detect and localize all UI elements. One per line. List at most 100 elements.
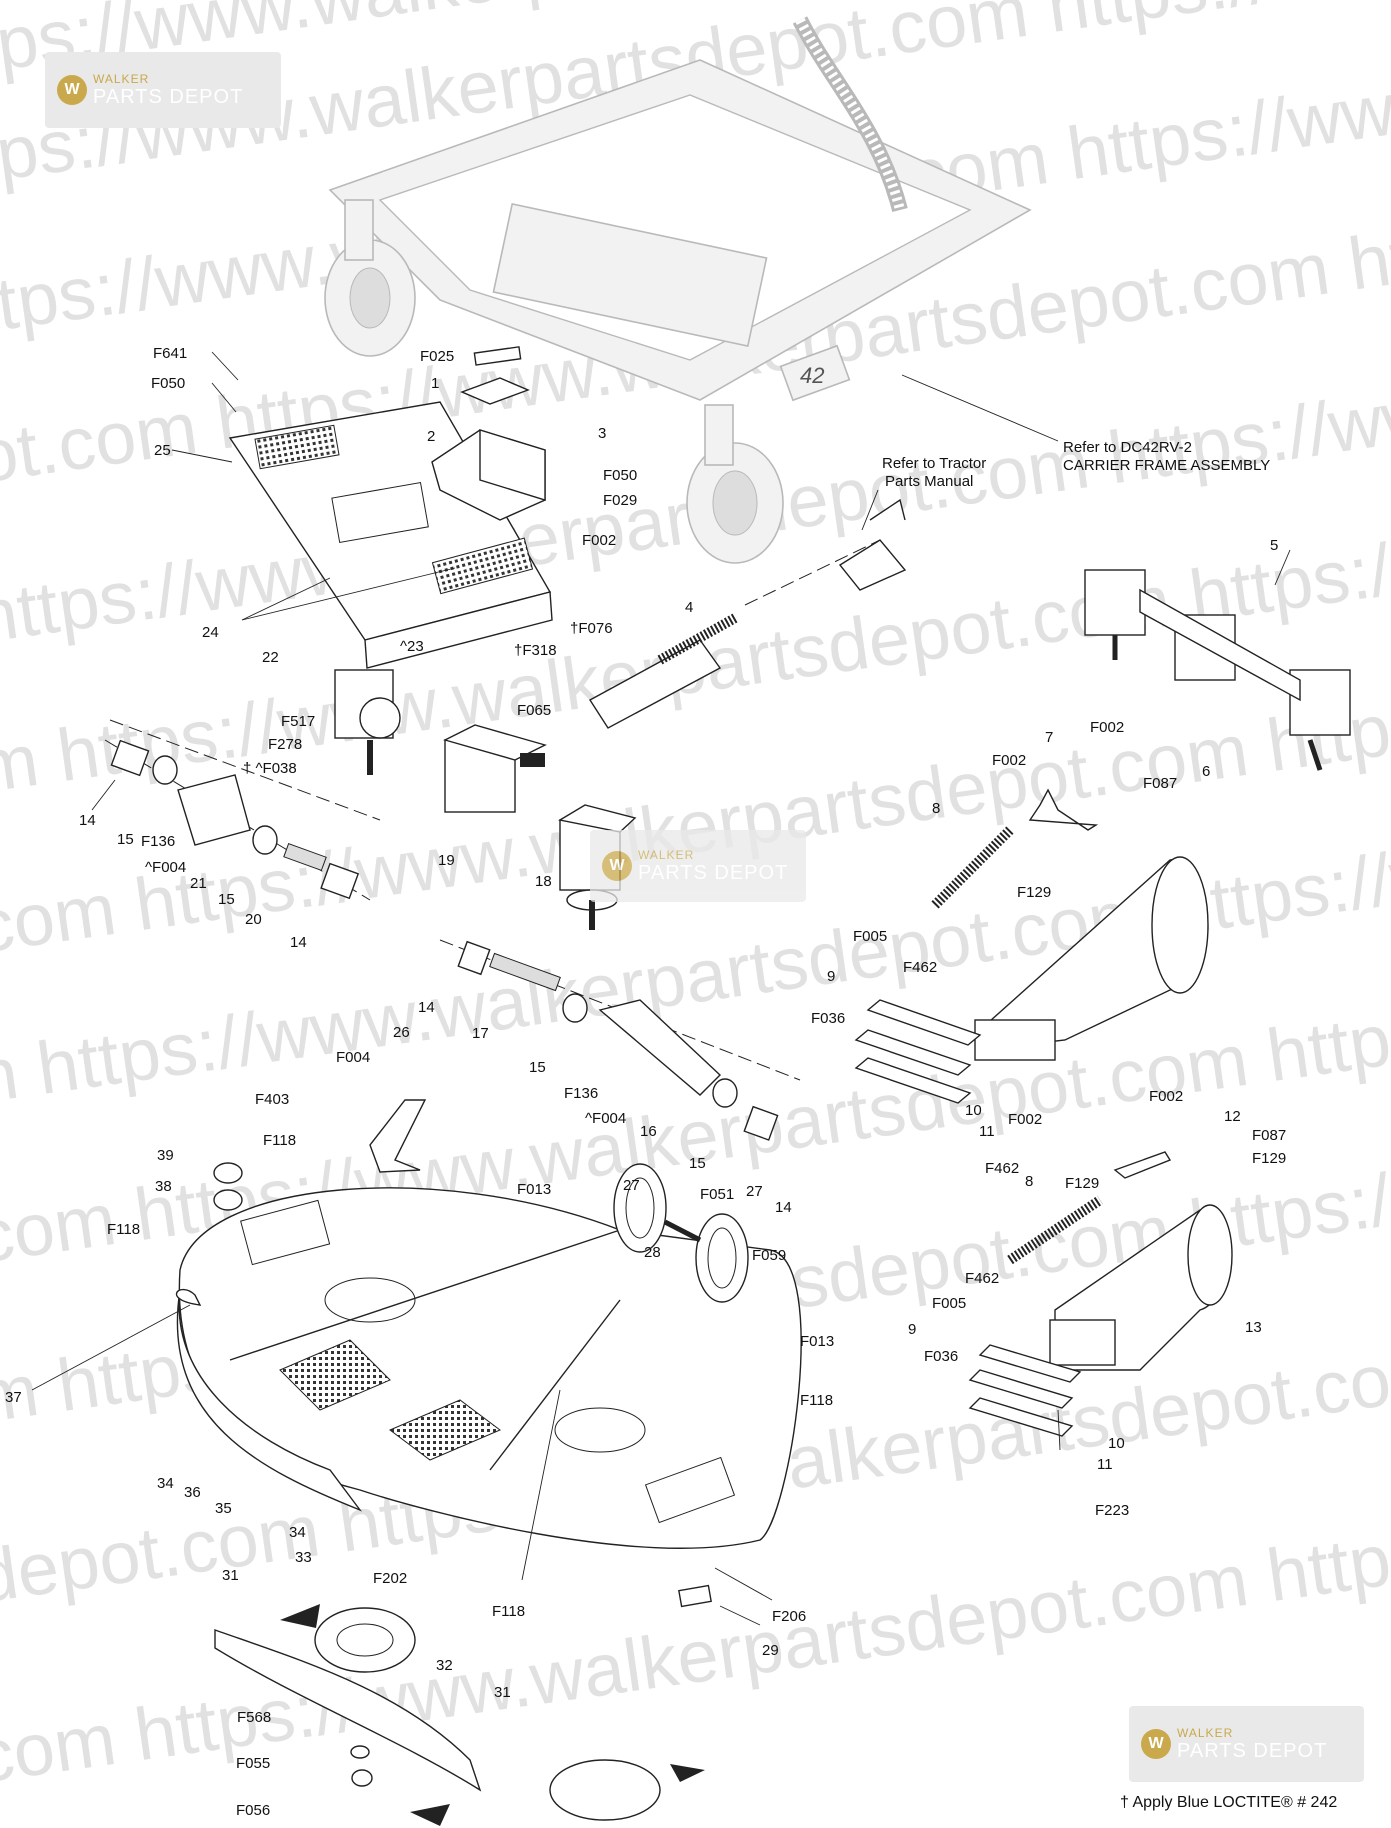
- callout-label: 34: [157, 1475, 174, 1492]
- callout-label: 27: [623, 1177, 640, 1194]
- walker-logo-icon: W: [1141, 1729, 1171, 1759]
- callout-label: 21: [190, 875, 207, 892]
- callout-label: F013: [800, 1333, 834, 1350]
- callout-label: 4: [685, 599, 693, 616]
- callout-label: ^23: [400, 638, 424, 655]
- callout-label: F005: [853, 928, 887, 945]
- walker-logo-icon: W: [57, 75, 87, 105]
- callout-label: 29: [762, 1642, 779, 1659]
- callout-label: 31: [494, 1684, 511, 1701]
- callout-label: 10: [965, 1102, 982, 1119]
- callout-label: 28: [644, 1244, 661, 1261]
- brand-line1: WALKER: [93, 71, 150, 86]
- callout-label: 15: [529, 1059, 546, 1076]
- callout-label: 37: [5, 1389, 22, 1406]
- carrier-frame-ref: Refer to DC42RV-2: [1063, 439, 1192, 456]
- callout-label: 38: [155, 1178, 172, 1195]
- tractor-manual-ref: Refer to Tractor: [882, 455, 986, 472]
- callout-label: 39: [157, 1147, 174, 1164]
- rotation-arrow: [280, 1604, 320, 1628]
- callout-label: 25: [154, 442, 171, 459]
- callout-label: F087: [1252, 1127, 1286, 1144]
- callout-label: F136: [564, 1085, 598, 1102]
- blade-hub-part-31a: [314, 1607, 416, 1673]
- brand-logo-center: W WALKER PARTS DEPOT: [590, 830, 806, 902]
- callout-label: †F318: [514, 642, 557, 659]
- washer-part-f055: [350, 1745, 370, 1759]
- callout-label: F129: [1252, 1150, 1286, 1167]
- left-shaft-group: [104, 719, 381, 901]
- callout-label: 9: [908, 1321, 916, 1338]
- brand-line1: WALKER: [1177, 1725, 1234, 1740]
- callout-label: ^F004: [585, 1110, 626, 1127]
- callout-label: F278: [268, 736, 302, 753]
- callout-label: F036: [924, 1348, 958, 1365]
- blade-part-32: [214, 1629, 482, 1792]
- brand-line1: WALKER: [638, 847, 695, 862]
- callout-label: F568: [237, 1709, 271, 1726]
- callout-label: F202: [373, 1570, 407, 1587]
- callout-labels: F641 F050 25 F025 1 2 3 F050 F029 F002 2…: [5, 345, 1286, 1819]
- callout-label: F029: [603, 492, 637, 509]
- callout-label: 34: [289, 1524, 306, 1541]
- callout-label: 5: [1270, 537, 1278, 554]
- walker-logo-icon: W: [602, 851, 632, 881]
- callout-label: F517: [281, 713, 315, 730]
- carrier-frame-ghost: 42: [324, 16, 1032, 564]
- callout-label: 14: [418, 999, 435, 1016]
- callout-label: 22: [262, 649, 279, 666]
- callout-label: F129: [1017, 884, 1051, 901]
- callout-label: 32: [436, 1657, 453, 1674]
- bracket-part-7: [1028, 788, 1099, 831]
- callout-label: 35: [215, 1500, 232, 1517]
- callout-label: 11: [1097, 1456, 1113, 1473]
- callout-label: 3: [598, 425, 606, 442]
- callout-label: 14: [775, 1199, 792, 1216]
- tractor-manual-ref: Parts Manual: [885, 473, 973, 490]
- callout-label: 16: [640, 1123, 657, 1140]
- rotation-arrow: [410, 1804, 450, 1826]
- callout-label: 15: [117, 831, 134, 848]
- callout-label: F050: [603, 467, 637, 484]
- callout-label: 1: [431, 375, 439, 392]
- callout-label: †F076: [570, 620, 613, 637]
- callout-label: 11: [979, 1123, 995, 1140]
- callout-label: ^F004: [145, 859, 186, 876]
- callout-label: F118: [800, 1392, 833, 1409]
- callout-label: 26: [393, 1024, 410, 1041]
- washer-part-38: [213, 1189, 243, 1211]
- callout-label: 10: [1108, 1435, 1125, 1452]
- gauge-wheel-part-27b: [695, 1213, 749, 1303]
- callout-label: 27: [746, 1183, 763, 1200]
- callout-label: F118: [263, 1132, 296, 1149]
- callout-label: F004: [336, 1049, 370, 1066]
- reference-notes: Refer to Tractor Parts Manual Refer to D…: [882, 439, 1270, 490]
- frame-size-badge: 42: [800, 363, 824, 388]
- callout-label: F050: [151, 375, 185, 392]
- carrier-frame-ref: CARRIER FRAME ASSEMBLY: [1063, 457, 1270, 474]
- plate-part-29: [678, 1584, 712, 1608]
- hinge-plates-lower: [968, 1344, 1082, 1437]
- callout-label: F136: [141, 833, 175, 850]
- callout-label: F051: [700, 1186, 734, 1203]
- callout-label: 8: [932, 800, 940, 817]
- callout-label: 33: [295, 1549, 312, 1566]
- callout-label: F059: [752, 1247, 786, 1264]
- callout-label: 14: [290, 934, 307, 951]
- washer-part-39: [213, 1162, 243, 1184]
- callout-label: F005: [932, 1295, 966, 1312]
- callout-label: 15: [218, 891, 235, 908]
- center-shaft-group: [439, 939, 801, 1141]
- axle-bolt-part-28: [663, 1219, 702, 1243]
- callout-label: 31: [222, 1567, 239, 1584]
- spring-part-8-upper: [931, 826, 1014, 909]
- callout-label: F118: [107, 1221, 140, 1238]
- callout-label: F002: [582, 532, 616, 549]
- cover-plates-1-2-3: [431, 346, 546, 521]
- callout-label: F025: [420, 348, 454, 365]
- callout-label: F462: [903, 959, 937, 976]
- callout-label: 14: [79, 812, 96, 829]
- callout-label: 2: [427, 428, 435, 445]
- callout-label: F206: [772, 1608, 806, 1625]
